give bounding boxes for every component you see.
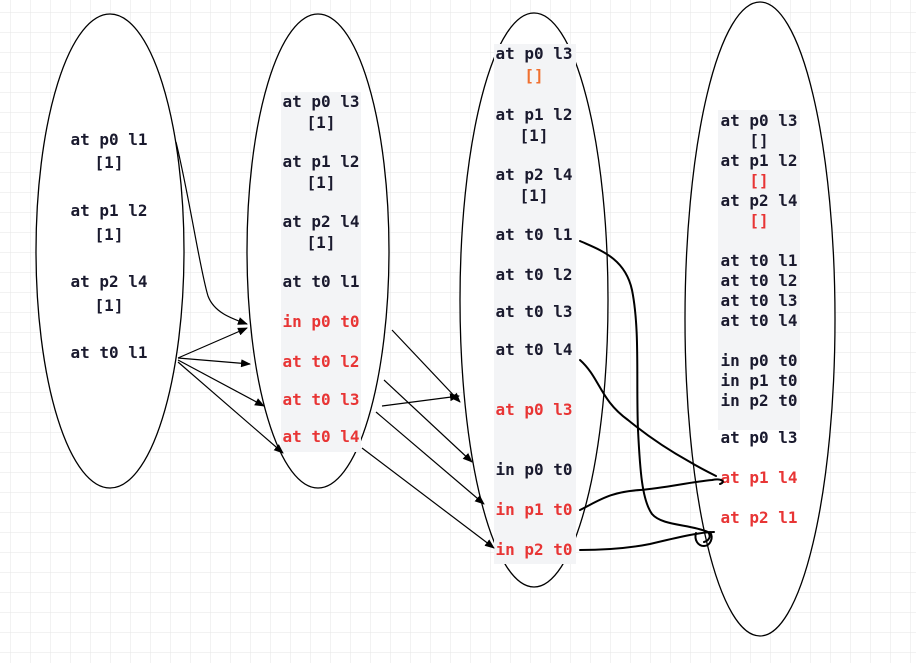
e2-label-p0-val: [1] [307, 113, 336, 132]
e2-label-p2-val: [1] [307, 233, 336, 252]
e3-label-p1-val: [1] [520, 126, 549, 145]
e4-label-t0-l2: at t0 l2 [720, 271, 797, 290]
e1-label-p1-l2: at p1 l2 [70, 201, 147, 220]
arrow-e2-t0l4-to-in-p2-t0 [361, 447, 495, 549]
e4-label-at-p1-l4: at p1 l4 [720, 468, 797, 487]
arrows-e2-e3 [361, 329, 495, 549]
ellipse-4-labels: at p0 l3 [] at p1 l2 [] at p2 l4 [] at t… [720, 111, 797, 527]
arrow-e2-t0l3-to-at-p0-l3 [381, 393, 460, 407]
e3-label-p2-l4: at p2 l4 [495, 165, 572, 184]
e4-label-p2-l4: at p2 l4 [720, 191, 797, 210]
e4-label-t0-l3: at t0 l3 [720, 291, 797, 310]
ellipse-2-labels: at p0 l3 [1] at p1 l2 [1] at p2 l4 [1] a… [282, 92, 359, 446]
e4-label-p1-val: [] [749, 171, 768, 190]
e4-label-p0-val: [] [749, 131, 768, 150]
arrow-e1-t0l1-to-in-p0-t0 [177, 327, 248, 359]
ellipse-1-labels: at p0 l1 [1] at p1 l2 [1] at p2 l4 [1] a… [70, 130, 147, 362]
e4-label-in-p1-t0: in p1 t0 [720, 371, 797, 390]
e2-label-p0-l3: at p0 l3 [282, 92, 359, 111]
label-backgrounds [281, 44, 800, 564]
state-ellipse-1 [35, 13, 185, 489]
e4-label-p0-l3: at p0 l3 [720, 111, 797, 130]
e3-label-t0-l4: at t0 l4 [495, 340, 572, 359]
e1-label-p2-l4: at p2 l4 [70, 272, 147, 291]
e3-label-p1-l2: at p1 l2 [495, 105, 572, 124]
e3-label-in-p1-t0: in p1 t0 [495, 500, 572, 519]
e2-label-p1-val: [1] [307, 173, 336, 192]
e4-label-at-p0-l3: at p0 l3 [720, 428, 797, 447]
curve-in-p1-t0-to-at-p1-l4 [579, 478, 724, 511]
ellipse-3-labels: at p0 l3 [] at p1 l2 [1] at p2 l4 [1] at… [495, 44, 572, 559]
curves-e3-e4 [579, 240, 724, 551]
arrow-e1-p0l1-to-in-p0-t0 [175, 141, 248, 325]
arrow-e1-t0l1-to-t0l4 [177, 361, 284, 454]
e3-label-in-p2-t0: in p2 t0 [495, 540, 572, 559]
e3-label-in-p0-t0: in p0 t0 [495, 460, 572, 479]
e1-label-p0-val: [1] [95, 153, 124, 172]
e4-label-p1-l2: at p1 l2 [720, 151, 797, 170]
e4-label-at-p2-l1: at p2 l1 [720, 508, 797, 527]
e4-label-p2-val: [] [749, 211, 768, 230]
arrow-e2-t0l2-to-in-p0-t0 [383, 379, 473, 463]
e1-label-t0-l1: at t0 l1 [70, 343, 147, 362]
e2-label-p1-l2: at p1 l2 [282, 152, 359, 171]
e3-label-at-p0-l3: at p0 l3 [495, 400, 572, 419]
e2-label-p2-l4: at p2 l4 [282, 212, 359, 231]
e3-label-t0-l2: at t0 l2 [495, 265, 572, 284]
e2-label-t0-l4: at t0 l4 [282, 427, 359, 446]
e3-label-p0-val: [] [524, 66, 543, 85]
e1-label-p1-val: [1] [95, 225, 124, 244]
arrows-e1-e2 [175, 141, 284, 454]
e2-label-t0-l1: at t0 l1 [282, 272, 359, 291]
e3-label-p2-val: [1] [520, 186, 549, 205]
e2-label-t0-l2: at t0 l2 [282, 352, 359, 371]
e3-label-t0-l3: at t0 l3 [495, 302, 572, 321]
arrow-e1-t0l1-to-t0l3 [177, 359, 265, 407]
curve-t0l4-to-at-p1-l4 [579, 359, 717, 477]
e1-label-p0-l1: at p0 l1 [70, 130, 147, 149]
e2-label-in-p0-t0: in p0 t0 [282, 312, 359, 331]
arrow-e1-t0l1-to-t0l2 [177, 357, 251, 368]
e1-label-p2-val: [1] [95, 296, 124, 315]
e3-label-t0-l1: at t0 l1 [495, 225, 572, 244]
arrow-e2-t0l3-to-in-p1-t0 [375, 411, 485, 505]
curve-in-p2-t0-to-at-p2-l1 [579, 531, 715, 551]
e4-label-t0-l1: at t0 l1 [720, 251, 797, 270]
arrow-e2-in-p0-t0-to-at-p0-l3 [391, 329, 461, 403]
e3-label-p0-l3: at p0 l3 [495, 44, 572, 63]
curve-loop-small [694, 531, 713, 548]
e4-label-in-p0-t0: in p0 t0 [720, 351, 797, 370]
e4-label-in-p2-t0: in p2 t0 [720, 391, 797, 410]
e4-label-t0-l4: at t0 l4 [720, 311, 797, 330]
e2-label-t0-l3: at t0 l3 [282, 390, 359, 409]
